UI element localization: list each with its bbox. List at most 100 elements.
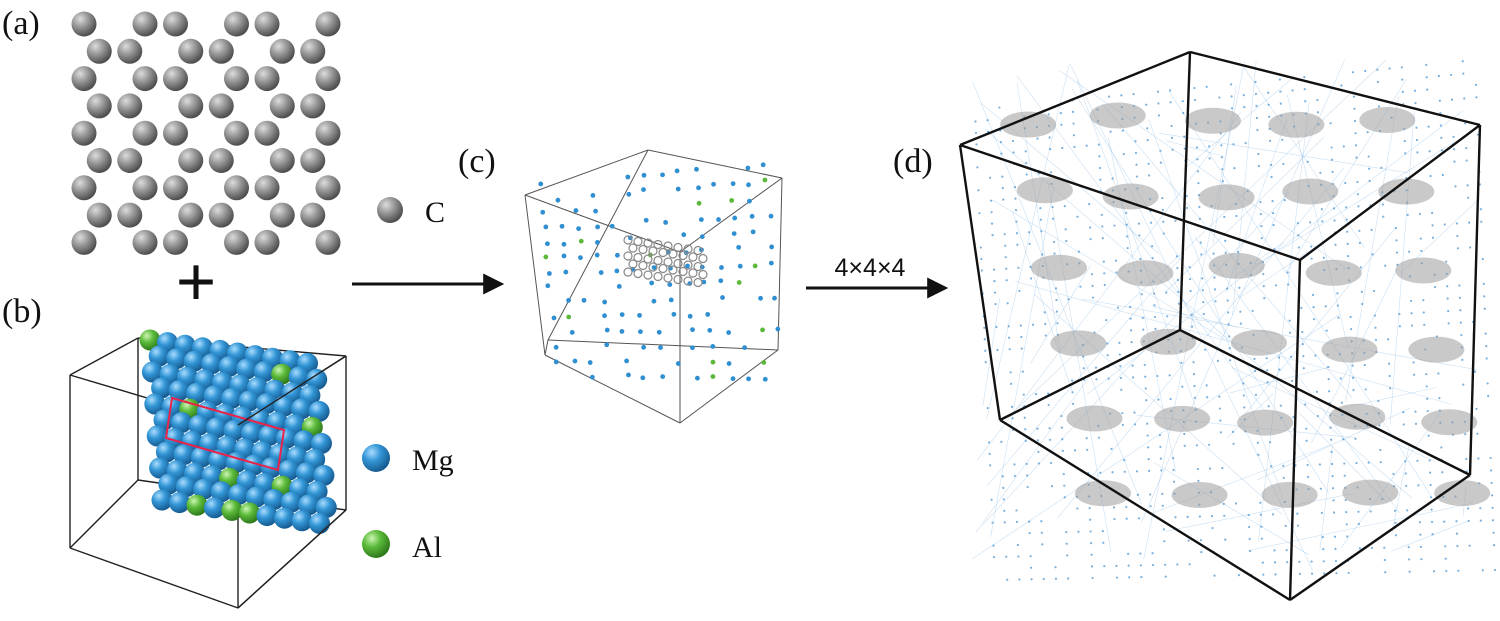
- mg-atom: [674, 168, 680, 174]
- carbon-ring: [623, 235, 633, 245]
- mg-atom: [710, 344, 716, 349]
- carbon-atom: [224, 175, 249, 201]
- graphene-patch: [1329, 403, 1386, 430]
- panel-label-c: (c): [458, 143, 496, 180]
- mg-atom: [555, 197, 561, 203]
- carbon-ring: [698, 269, 708, 280]
- carbon-atom: [178, 93, 204, 119]
- mg-atom: [561, 253, 567, 259]
- carbon-ring: [688, 268, 698, 278]
- graphene-sheet: [71, 11, 341, 255]
- carbon-atom: [71, 66, 97, 92]
- carbon-atom: [71, 175, 97, 201]
- mg-atom: [146, 425, 168, 447]
- legend-mg-swatch: [362, 444, 390, 472]
- al-atom: [729, 198, 735, 203]
- carbon-atom: [132, 175, 158, 201]
- graphene-patch: [1140, 328, 1197, 355]
- mg-atom: [201, 353, 223, 375]
- mg-atom: [308, 400, 330, 422]
- graphene-patch: [1342, 479, 1399, 506]
- al-atom: [139, 329, 161, 351]
- mg-atom: [563, 269, 569, 275]
- carbon-atom: [269, 38, 295, 64]
- carbon-atom: [224, 229, 249, 255]
- mg-atom: [720, 295, 725, 300]
- carbon-ring: [648, 246, 658, 256]
- carbon-ring: [628, 259, 638, 269]
- al-atom: [752, 263, 758, 269]
- graphene-patch: [1208, 252, 1265, 279]
- mg-atom: [561, 241, 567, 247]
- carbon-atom: [132, 11, 158, 37]
- mg-atom: [675, 361, 681, 366]
- carbon-atom: [117, 148, 143, 173]
- mg-atom: [711, 181, 716, 187]
- carbon-ring: [673, 242, 683, 253]
- mg-atom: [660, 172, 665, 178]
- mg-atom: [238, 390, 260, 412]
- carbon-atom: [269, 148, 295, 173]
- mg-atom: [594, 252, 600, 258]
- carbon-atom: [163, 11, 188, 37]
- cell-edge: [69, 337, 139, 376]
- carbon-atom: [208, 148, 234, 173]
- carbon-atom: [300, 202, 326, 228]
- cell-edge: [69, 479, 139, 549]
- mg-atom: [651, 298, 657, 304]
- mg-atom: [737, 263, 743, 269]
- mg-atom: [183, 350, 205, 372]
- mg-atom: [243, 454, 265, 476]
- cell-edge: [1299, 124, 1481, 261]
- carbon-atom: [254, 120, 280, 146]
- mg-atom: [750, 229, 756, 235]
- carbon-ring: [688, 252, 698, 262]
- al-atom: [710, 359, 716, 365]
- carbon-atom: [178, 202, 204, 228]
- cell-edge: [1288, 259, 1302, 601]
- carbon-atom: [71, 120, 97, 146]
- mg-atom: [658, 345, 663, 350]
- mg-atom: [573, 208, 579, 213]
- legend: C Mg Al: [362, 196, 454, 564]
- mg-atom: [590, 193, 596, 198]
- carbon-ring: [673, 258, 683, 269]
- mg-atom: [566, 297, 571, 303]
- carbon-atom: [163, 175, 188, 201]
- mg-atom: [614, 268, 620, 274]
- carbon-ring: [683, 244, 693, 254]
- cell-edge: [999, 328, 1181, 422]
- panel-label-a: (a): [2, 5, 40, 42]
- mg-atom: [641, 344, 647, 350]
- mg-atom: [193, 478, 215, 500]
- mg-atom: [769, 244, 775, 250]
- carbon-atom: [132, 66, 158, 92]
- graphene-patch: [1359, 106, 1416, 133]
- carbon-ring: [678, 266, 688, 277]
- mg-atom: [559, 223, 565, 229]
- mg-atom: [166, 348, 188, 370]
- mg-atom: [681, 232, 687, 238]
- mg-atom: [615, 252, 620, 258]
- graphene-patch: [1075, 480, 1132, 507]
- cell-edge: [679, 177, 783, 253]
- legend-carbon-label: C: [425, 196, 445, 229]
- mg-atom: [609, 223, 615, 229]
- mg-atom: [760, 162, 766, 168]
- mg-atom: [746, 376, 751, 382]
- mg-atom: [638, 329, 643, 335]
- carbon-atom: [254, 66, 280, 92]
- cell-edge: [1189, 50, 1481, 127]
- mg-atom: [643, 217, 649, 223]
- mg-atom: [775, 326, 781, 332]
- mg-atom: [545, 241, 550, 247]
- mg-atom: [168, 380, 190, 402]
- mg-atom: [698, 217, 704, 223]
- mg-atom: [256, 393, 278, 415]
- cell-edge: [69, 547, 239, 609]
- graphene-patch: [1171, 482, 1228, 509]
- cell-edge: [1289, 474, 1471, 601]
- mg-atom: [593, 208, 598, 214]
- mg-atom: [149, 457, 171, 479]
